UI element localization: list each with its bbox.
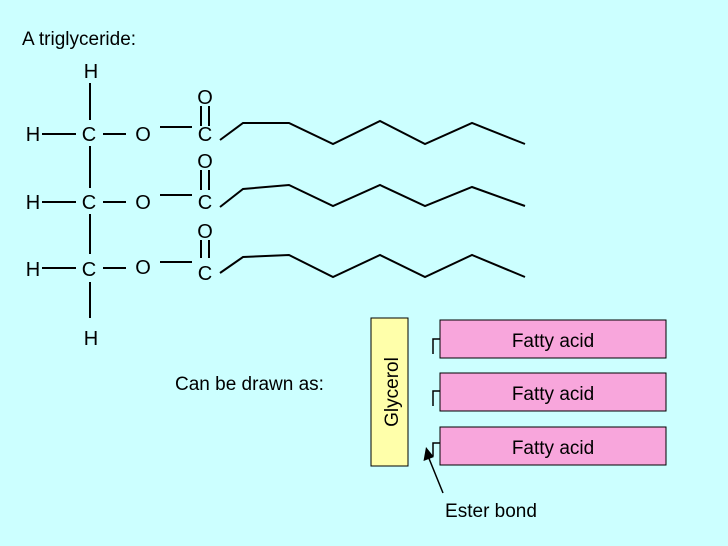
atom-o2: O	[135, 192, 151, 214]
atom-o1: O	[135, 124, 151, 146]
ester-bond-1	[432, 338, 442, 354]
fatty-acid-box-1	[439, 319, 667, 359]
atom-carbonyl-o3: O	[197, 221, 213, 243]
atom-h-left-2: H	[26, 192, 40, 214]
ester-bond-2	[432, 390, 442, 406]
fatty-acid-label-1: Fatty acid	[512, 331, 594, 352]
fatty-acid-label-2: Fatty acid	[512, 384, 594, 405]
ester-bonds	[432, 338, 442, 456]
atom-labels: H H C O O C H C O O C H C O O C H	[26, 61, 213, 350]
fatty-acid-box-2	[439, 372, 667, 412]
atom-c3: C	[82, 259, 96, 281]
atom-c1: C	[82, 124, 96, 146]
atom-carbonyl-c2: C	[198, 192, 212, 214]
fatty-acid-label-3: Fatty acid	[512, 438, 594, 459]
glycerol-box	[370, 317, 409, 467]
simplified-caption: Can be drawn as:	[175, 374, 324, 395]
atom-h-left-1: H	[26, 124, 40, 146]
arrow-shaft	[427, 455, 444, 494]
atom-h-left-3: H	[26, 259, 40, 281]
fatty-acid-box-3	[439, 426, 667, 466]
atom-o3: O	[135, 257, 151, 279]
ester-bond-3	[432, 442, 442, 456]
hydrocarbon-chains	[219, 119, 526, 279]
atom-c2: C	[82, 192, 96, 214]
atom-carbonyl-o2: O	[197, 151, 213, 173]
fatty-acid-chain-2	[219, 183, 526, 208]
atom-carbonyl-o1: O	[197, 87, 213, 109]
ester-bond-label: Ester bond	[445, 501, 537, 522]
atom-carbonyl-c1: C	[198, 124, 212, 146]
glycerol-label: Glycerol	[382, 357, 403, 427]
atom-carbonyl-c3: C	[198, 263, 212, 285]
ester-bond-arrow	[423, 447, 444, 494]
atom-h-bottom: H	[84, 328, 98, 350]
atom-h-top: H	[84, 61, 98, 83]
diagram-title: A triglyceride:	[22, 29, 136, 50]
arrow-head	[423, 447, 434, 461]
glycerol-backbone	[42, 83, 210, 318]
fatty-acid-chain-1	[219, 119, 526, 146]
fatty-acid-chain-3	[219, 253, 526, 279]
simplified-diagram: Glycerol Fatty acid Fatty acid Fatty aci…	[370, 317, 667, 522]
